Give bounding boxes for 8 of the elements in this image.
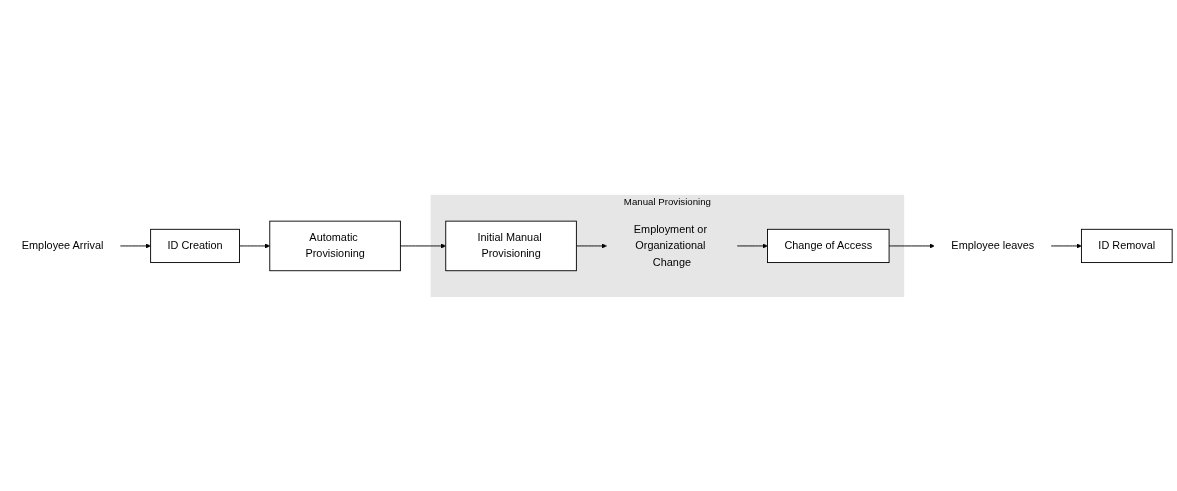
node-box: ID Removal (1080, 228, 1173, 263)
node-box: Initial Manual Provisioning (445, 220, 577, 271)
node-box: Automatic Provisioning (269, 220, 401, 271)
node-text: Employment or Organizational Change (633, 222, 708, 268)
node-box: ID Creation (150, 228, 240, 263)
node-text: Employee leaves (951, 239, 1035, 252)
node-text: Employee Arrival (21, 239, 104, 252)
node-box: Change of Access (767, 228, 890, 263)
